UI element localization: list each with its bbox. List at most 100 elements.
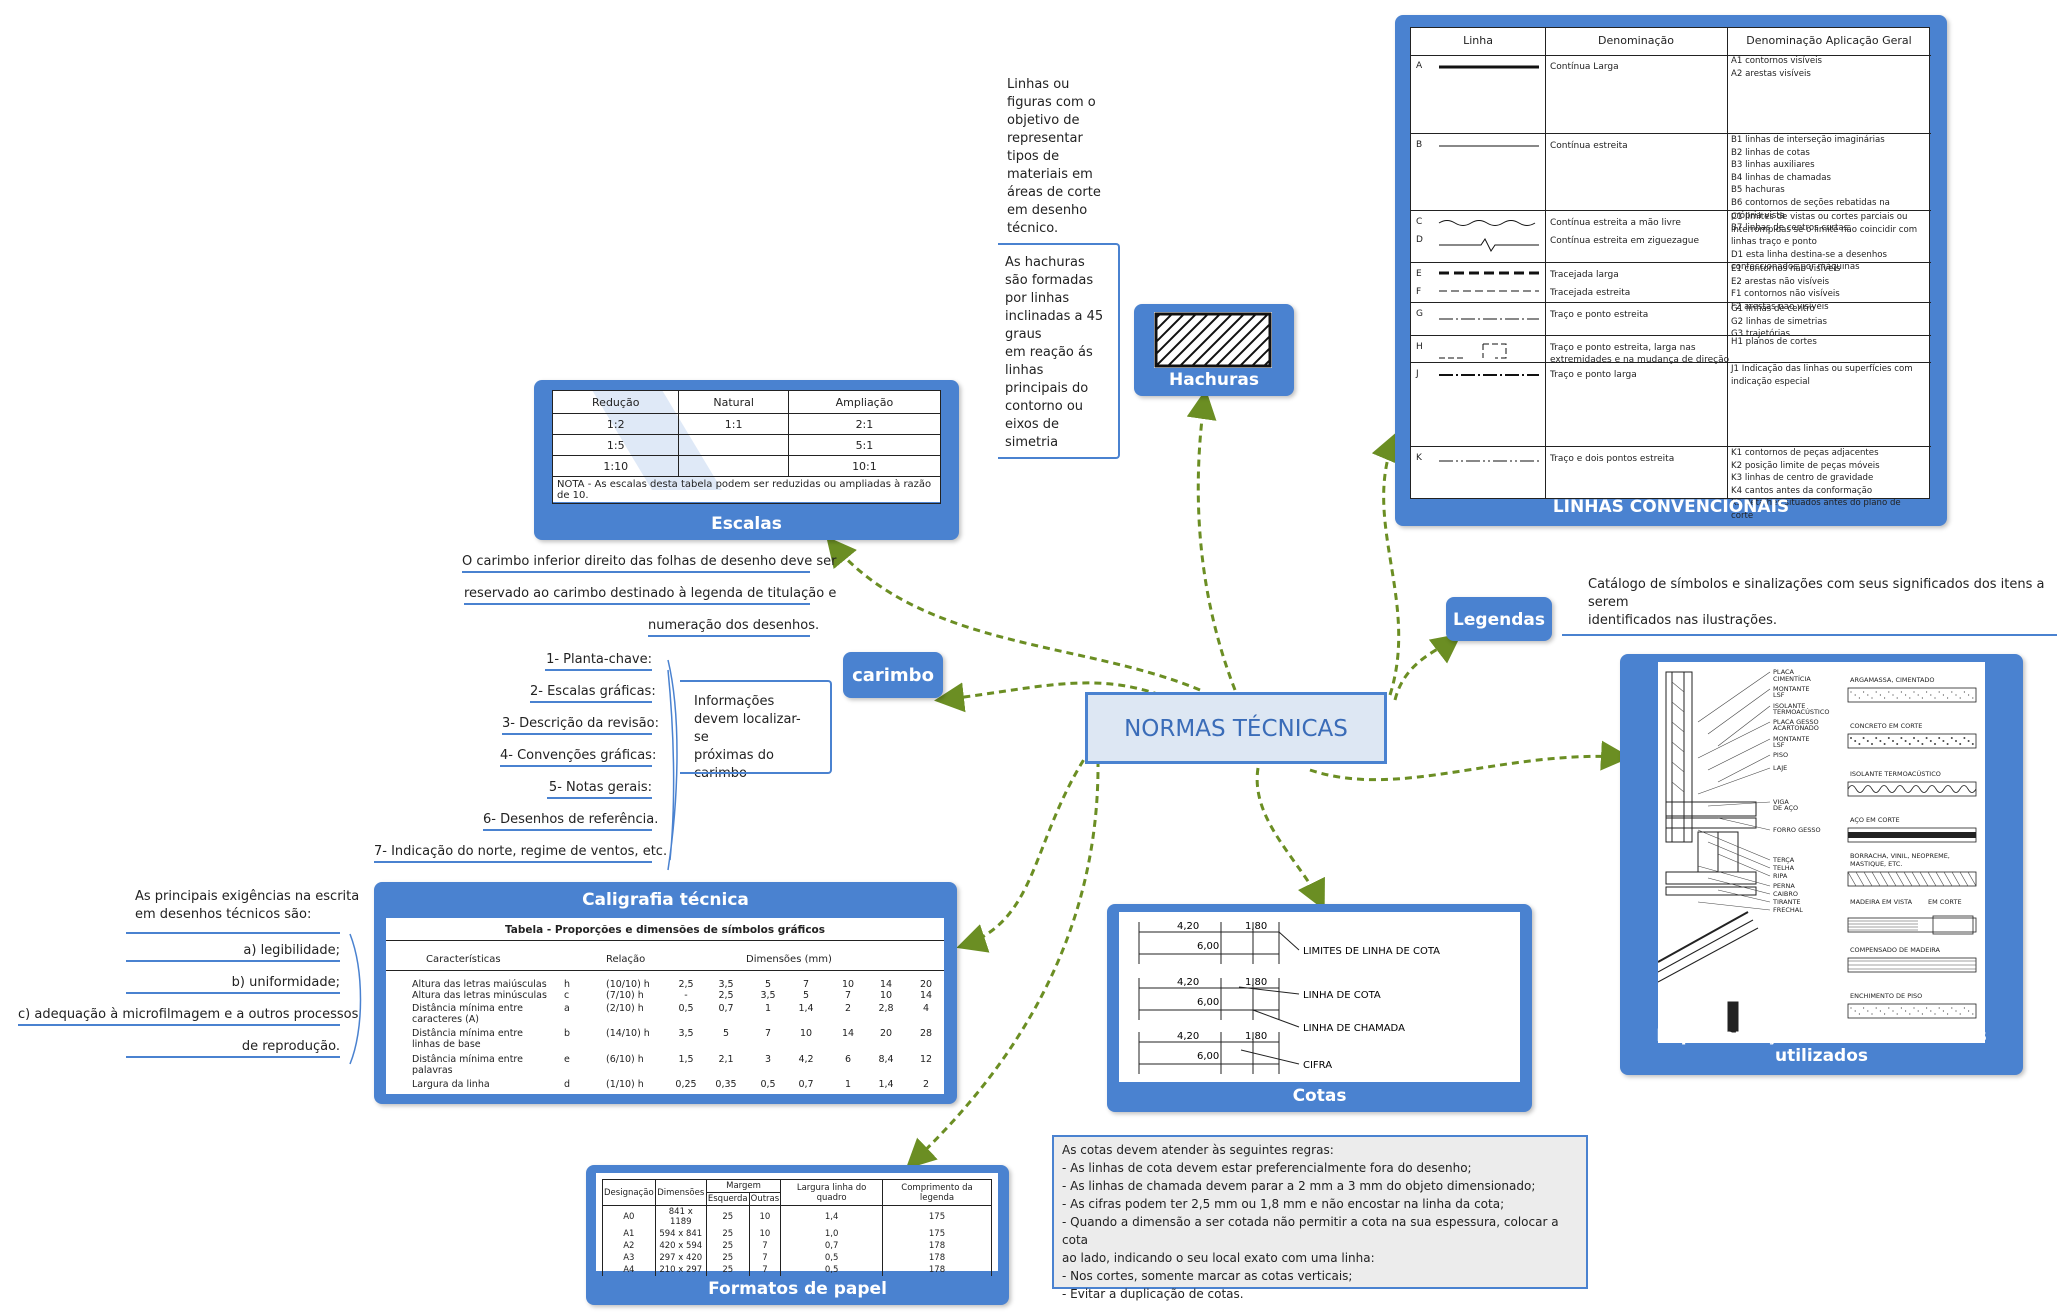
carimbo-item: 7- Indicação do norte, regime de ventos,… — [374, 844, 667, 863]
linhas-app: A1 contornos visíveis — [1731, 56, 1823, 66]
linhas-code: A — [1416, 61, 1423, 71]
swatch-label: ARGAMASSA, CIMENTADO — [1850, 676, 1935, 684]
connector-carimbo — [934, 681, 1161, 713]
caligrafia-header: Relação — [606, 954, 646, 965]
formatos-cell: A0 — [602, 1205, 656, 1228]
hachuras-note-line: principais do — [1005, 381, 1089, 396]
caligrafia-dim: 3 — [764, 1054, 772, 1065]
cota-group — [1138, 978, 1280, 1020]
cota-leader — [1238, 986, 1300, 995]
caligrafia-item: de reprodução. — [126, 1039, 340, 1058]
cotas-rule-line: ao lado, indicando o seu local exato com… — [1062, 1251, 1375, 1265]
caligrafia-relation: (14/10) h — [606, 1028, 650, 1039]
escalas-header-cell: Ampliação — [787, 390, 942, 414]
legendas-node[interactable]: Legendas — [1446, 597, 1552, 641]
caligrafia-dim: 2,1 — [718, 1054, 734, 1065]
formatos-cell: 178 — [882, 1240, 992, 1252]
caligrafia-table-rule — [386, 940, 944, 941]
linhas-app: K3 linhas de centro de gravidade — [1731, 473, 1874, 484]
material-leader — [1697, 865, 1771, 887]
formatos-cell: 594 x 841 — [654, 1228, 707, 1240]
material-leader — [1697, 671, 1771, 723]
formatos-header-cell: Designação — [602, 1179, 656, 1206]
carimbo-node[interactable]: carimbo — [843, 652, 943, 698]
formatos-cell: 841 x 1189 — [654, 1205, 707, 1228]
caligrafia-dim: 2,5 — [718, 990, 734, 1001]
linhas-name: Traço e ponto estreita — [1550, 310, 1649, 320]
linhas-sample — [1411, 263, 1545, 315]
cotas-rule-line: - Nos cortes, somente marcar as cotas ve… — [1062, 1269, 1353, 1283]
caligrafia-node[interactable]: Caligrafia técnica Tabela - Proporções e… — [374, 882, 957, 1104]
linhas-app: própria vista — [1731, 210, 1786, 221]
formatos-cell: 178 — [882, 1252, 992, 1264]
caligrafia-intro-line: As principais exigências na escrita — [135, 889, 360, 904]
formatos-cell: 25 — [705, 1264, 750, 1276]
linhas-name: Contínua estreita — [1550, 141, 1628, 151]
caligrafia-table-rule — [386, 970, 944, 971]
caligrafia-symbol: a — [564, 1003, 570, 1014]
linhas-sample — [1411, 134, 1545, 186]
cota-group — [1138, 922, 1280, 964]
carimbo-item: 3- Descrição da revisão: — [502, 716, 659, 735]
linhas-name: Contínua estreita a mão livre — [1550, 218, 1681, 228]
linhas-sample — [1411, 336, 1545, 388]
cotas-rule-line: - As cifras podem ter 2,5 mm ou 1,8 mm e… — [1062, 1197, 1505, 1211]
caligrafia-dim: 3,5 — [678, 1028, 694, 1039]
material-leader — [1717, 889, 1771, 903]
linhas-app: J1 Indicação das linhas ou superfícies c… — [1731, 364, 1913, 374]
connector-legendas — [1393, 633, 1462, 701]
material-label: ACARTONADO — [1773, 724, 1819, 732]
linhas-sample — [1411, 447, 1545, 499]
escalas-nota: NOTA - As escalas desta tabela podem ser… — [552, 476, 941, 504]
caligrafia-table-title: Tabela - Proporções e dimensões de símbo… — [504, 924, 826, 936]
material-leader — [1697, 767, 1771, 795]
hachuras-node[interactable]: Hachuras — [1134, 304, 1294, 396]
caligrafia-item: c) adequação à microfilmagem e a outros … — [18, 1007, 358, 1026]
caligrafia-intro-rule — [126, 932, 340, 934]
caligrafia-char: caracteres (A) — [412, 1014, 479, 1025]
caligrafia-relation: (2/10) h — [606, 1003, 644, 1014]
caligrafia-dim: 1 — [844, 1079, 852, 1090]
escalas-header-cell: Natural — [678, 390, 789, 414]
central-node[interactable]: NORMAS TÉCNICAS — [1085, 692, 1387, 764]
connector-hachuras — [1186, 389, 1237, 691]
cota-dim-total: 6,00 — [1197, 1051, 1219, 1062]
formatos-cell: 297 x 420 — [654, 1252, 707, 1264]
linhas-app: K5 detalhes situados antes do plano de — [1731, 498, 1901, 509]
caligrafia-dim: 7 — [844, 990, 852, 1001]
carimbo-info-line: Informações — [694, 694, 775, 709]
caligrafia-relation: (6/10) h — [606, 1054, 644, 1065]
carimbo-line: O carimbo inferior direito das folhas de… — [462, 554, 837, 573]
cota-label: LINHA DE COTA — [1303, 990, 1381, 1001]
linhas-sample — [1411, 303, 1545, 355]
material-label: TELHA — [1772, 864, 1795, 872]
linhas-app: K2 posição limite de peças móveis — [1731, 460, 1880, 471]
escalas-cell: 1:2 — [551, 413, 680, 435]
caligrafia-char: Largura da linha — [412, 1079, 490, 1090]
caligrafia-dim: 8,4 — [878, 1054, 894, 1065]
formatos-header-cell: Margem — [705, 1179, 782, 1193]
material-leader — [1697, 829, 1771, 861]
linhas-app: linhas traço e ponto — [1731, 237, 1817, 248]
caligrafia-dim: 7 — [802, 979, 810, 990]
linhas-code: B — [1416, 140, 1423, 150]
linhas-app: E1 contornos não visíveis — [1731, 264, 1841, 274]
hachuras-note-line: áreas de corte — [1007, 185, 1101, 200]
caligrafia-char: Distância mínima entre — [412, 1003, 523, 1014]
hachuras-note-line: materiais em — [1007, 167, 1093, 182]
caligrafia-dim: 4,2 — [798, 1054, 814, 1065]
linhas-app: B4 linhas de chamadas — [1731, 172, 1831, 183]
material-label: LAJE — [1773, 764, 1787, 772]
